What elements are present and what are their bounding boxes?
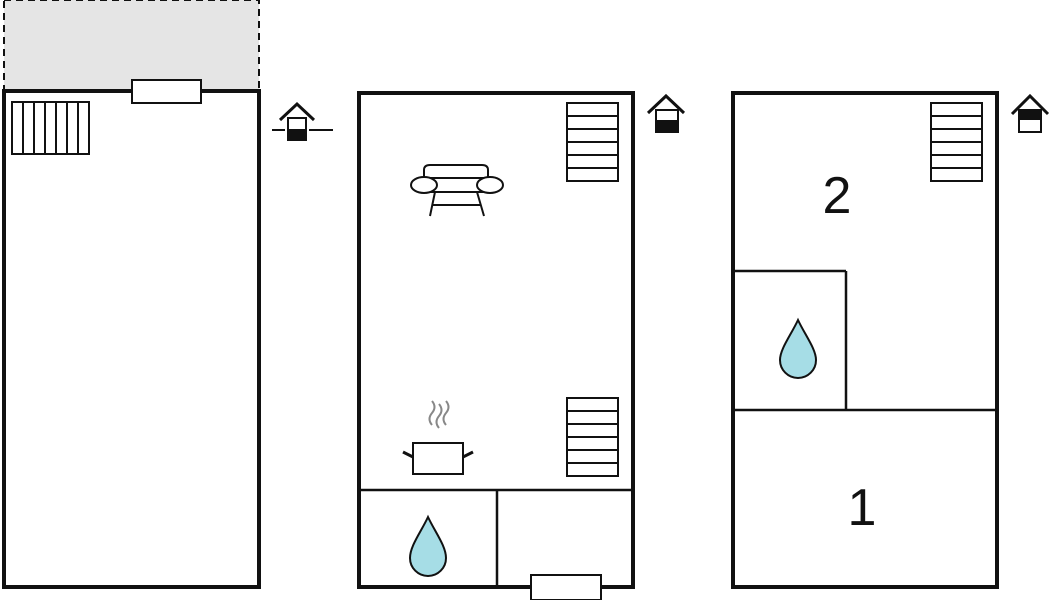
house-floor-basement-icon <box>272 101 333 141</box>
level-1-outline <box>2 89 261 589</box>
staircase-icon <box>566 102 619 182</box>
staircase-icon <box>930 102 983 182</box>
water-drop-icon <box>408 514 448 577</box>
level-1-plan <box>2 0 333 589</box>
room-label: 1 <box>848 479 877 537</box>
level-2-plan <box>357 91 686 600</box>
level-3-plan: 2 1 <box>731 91 1050 589</box>
terrace-area <box>3 0 260 92</box>
radiator-icon <box>11 101 90 155</box>
cooking-pot-icon <box>402 400 474 475</box>
water-drop-icon <box>778 317 818 379</box>
house-floor-ground-icon <box>646 93 686 133</box>
terrace-door <box>131 79 202 104</box>
staircase-icon <box>566 397 619 477</box>
sofa-icon <box>410 164 504 217</box>
entrance-door <box>530 574 602 600</box>
room-label: 2 <box>823 167 852 225</box>
house-floor-upper-icon <box>1010 93 1050 133</box>
